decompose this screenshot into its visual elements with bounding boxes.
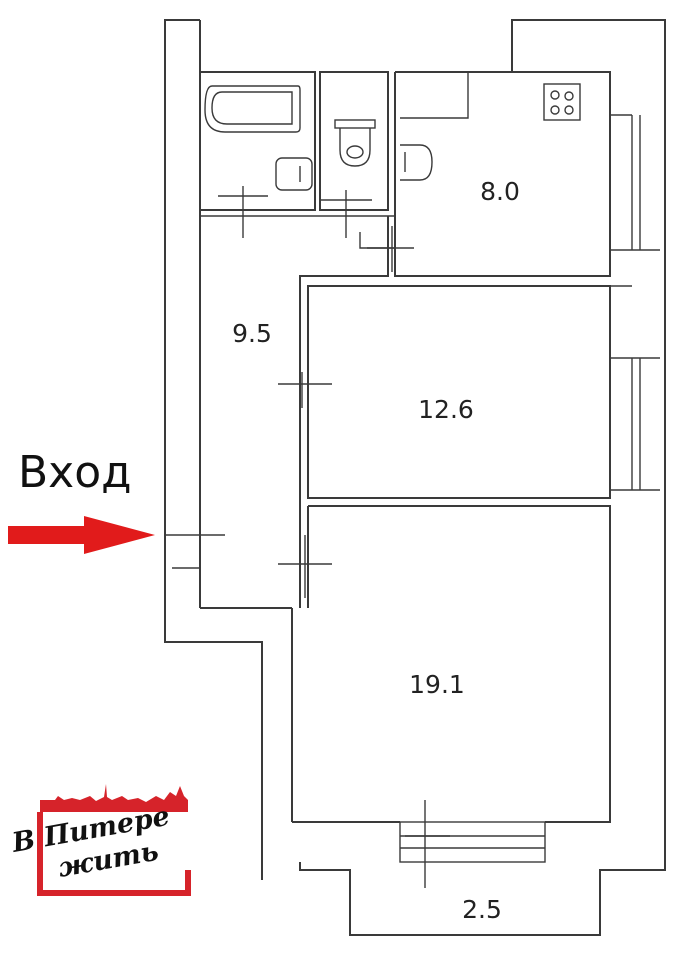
stove-icon [543,83,581,121]
kitchen-walls [394,71,660,277]
sink-icon [400,144,433,181]
door-marks [165,186,450,888]
outer-walls [164,19,666,880]
bathtub-icon [204,85,301,133]
balcony-walls [299,862,610,936]
city-skyline-icon [40,784,188,812]
balcony-door [399,821,546,863]
bathroom-block [199,71,395,217]
hallway-walls [199,216,395,608]
room-area-label: 8.0 [480,177,520,206]
room-area-label: 12.6 [418,395,474,424]
entry-label: Вход [18,447,132,498]
bedroom-walls [307,285,660,499]
sink-icon [275,157,313,191]
room-area-label: 9.5 [232,319,272,348]
living-room-walls [292,505,611,823]
toilet-icon [334,119,376,167]
arrow-right-icon [8,516,155,554]
brand-logo: В Питере жить [9,784,191,896]
room-area-label: 2.5 [462,895,502,924]
room-area-label: 19.1 [409,670,465,699]
